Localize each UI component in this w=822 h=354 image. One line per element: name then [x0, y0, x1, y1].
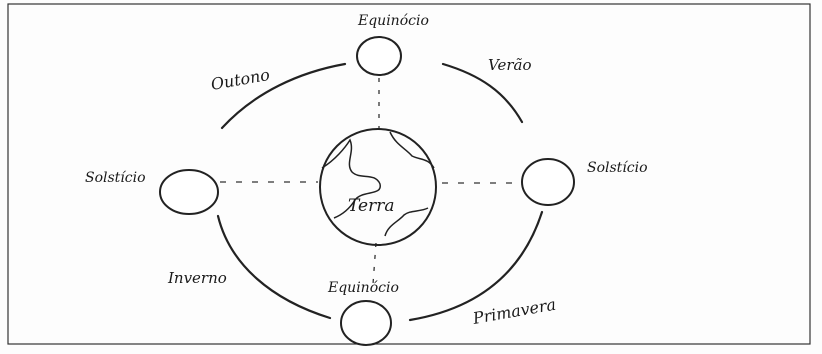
label-season-summer: Verão: [488, 56, 531, 74]
label-left-solstice: Solstício: [85, 170, 146, 186]
orbit-position-top: [357, 37, 401, 75]
label-season-winter: Inverno: [167, 269, 227, 287]
label-right-solstice: Solstício: [587, 160, 648, 176]
label-bottom-equinox: Equinócio: [327, 280, 399, 296]
orbit-position-right: [522, 159, 574, 205]
orbit-position-left: [160, 170, 218, 214]
orbit-position-bottom: [341, 301, 391, 345]
earth-label: Terra: [348, 196, 394, 216]
label-top-equinox: Equinócio: [357, 13, 429, 29]
